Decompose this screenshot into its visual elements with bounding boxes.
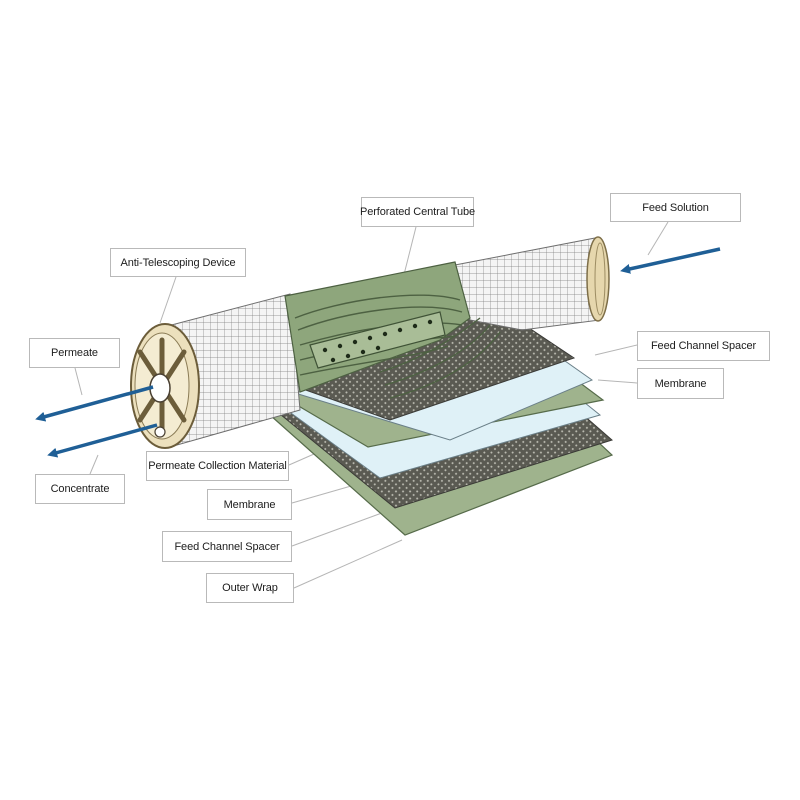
label-concentrate: Concentrate [35, 474, 125, 504]
right-mesh-section [454, 237, 601, 331]
leader-concentrate [89, 454, 99, 475]
label-permeate-collection-material: Permeate Collection Material [146, 451, 289, 481]
unrolled-sheets [268, 303, 614, 536]
leader-feed-spacer-right [594, 344, 638, 356]
leader-feed-spacer-left [291, 509, 391, 547]
label-anti-telescoping-device: Anti-Telescoping Device [110, 248, 246, 277]
leader-feed-solution [647, 221, 669, 256]
leader-lines [74, 221, 669, 589]
label-feed-channel-spacer-left: Feed Channel Spacer [162, 531, 292, 562]
label-permeate: Permeate [29, 338, 120, 368]
leader-outer-wrap [293, 539, 403, 589]
leader-permeate [74, 367, 83, 396]
arrow-icon [620, 247, 721, 274]
membrane-element-cylinder [130, 236, 610, 449]
label-feed-solution: Feed Solution [610, 193, 741, 222]
leader-membrane-right [597, 379, 638, 384]
arrow-icon [47, 423, 158, 458]
label-feed-channel-spacer-right: Feed Channel Spacer [637, 331, 770, 361]
label-perforated-central-tube: Perforated Central Tube [360, 197, 475, 227]
flow-arrows [35, 247, 721, 458]
perforated-central-tube [309, 311, 446, 369]
label-membrane-right: Membrane [637, 368, 724, 399]
arrow-icon [35, 385, 154, 422]
label-outer-wrap: Outer Wrap [206, 573, 294, 603]
anti-telescoping-device [130, 323, 200, 449]
right-end-cap [586, 236, 610, 322]
leader-anti-telescope [159, 276, 177, 324]
label-membrane-left: Membrane [207, 489, 292, 520]
